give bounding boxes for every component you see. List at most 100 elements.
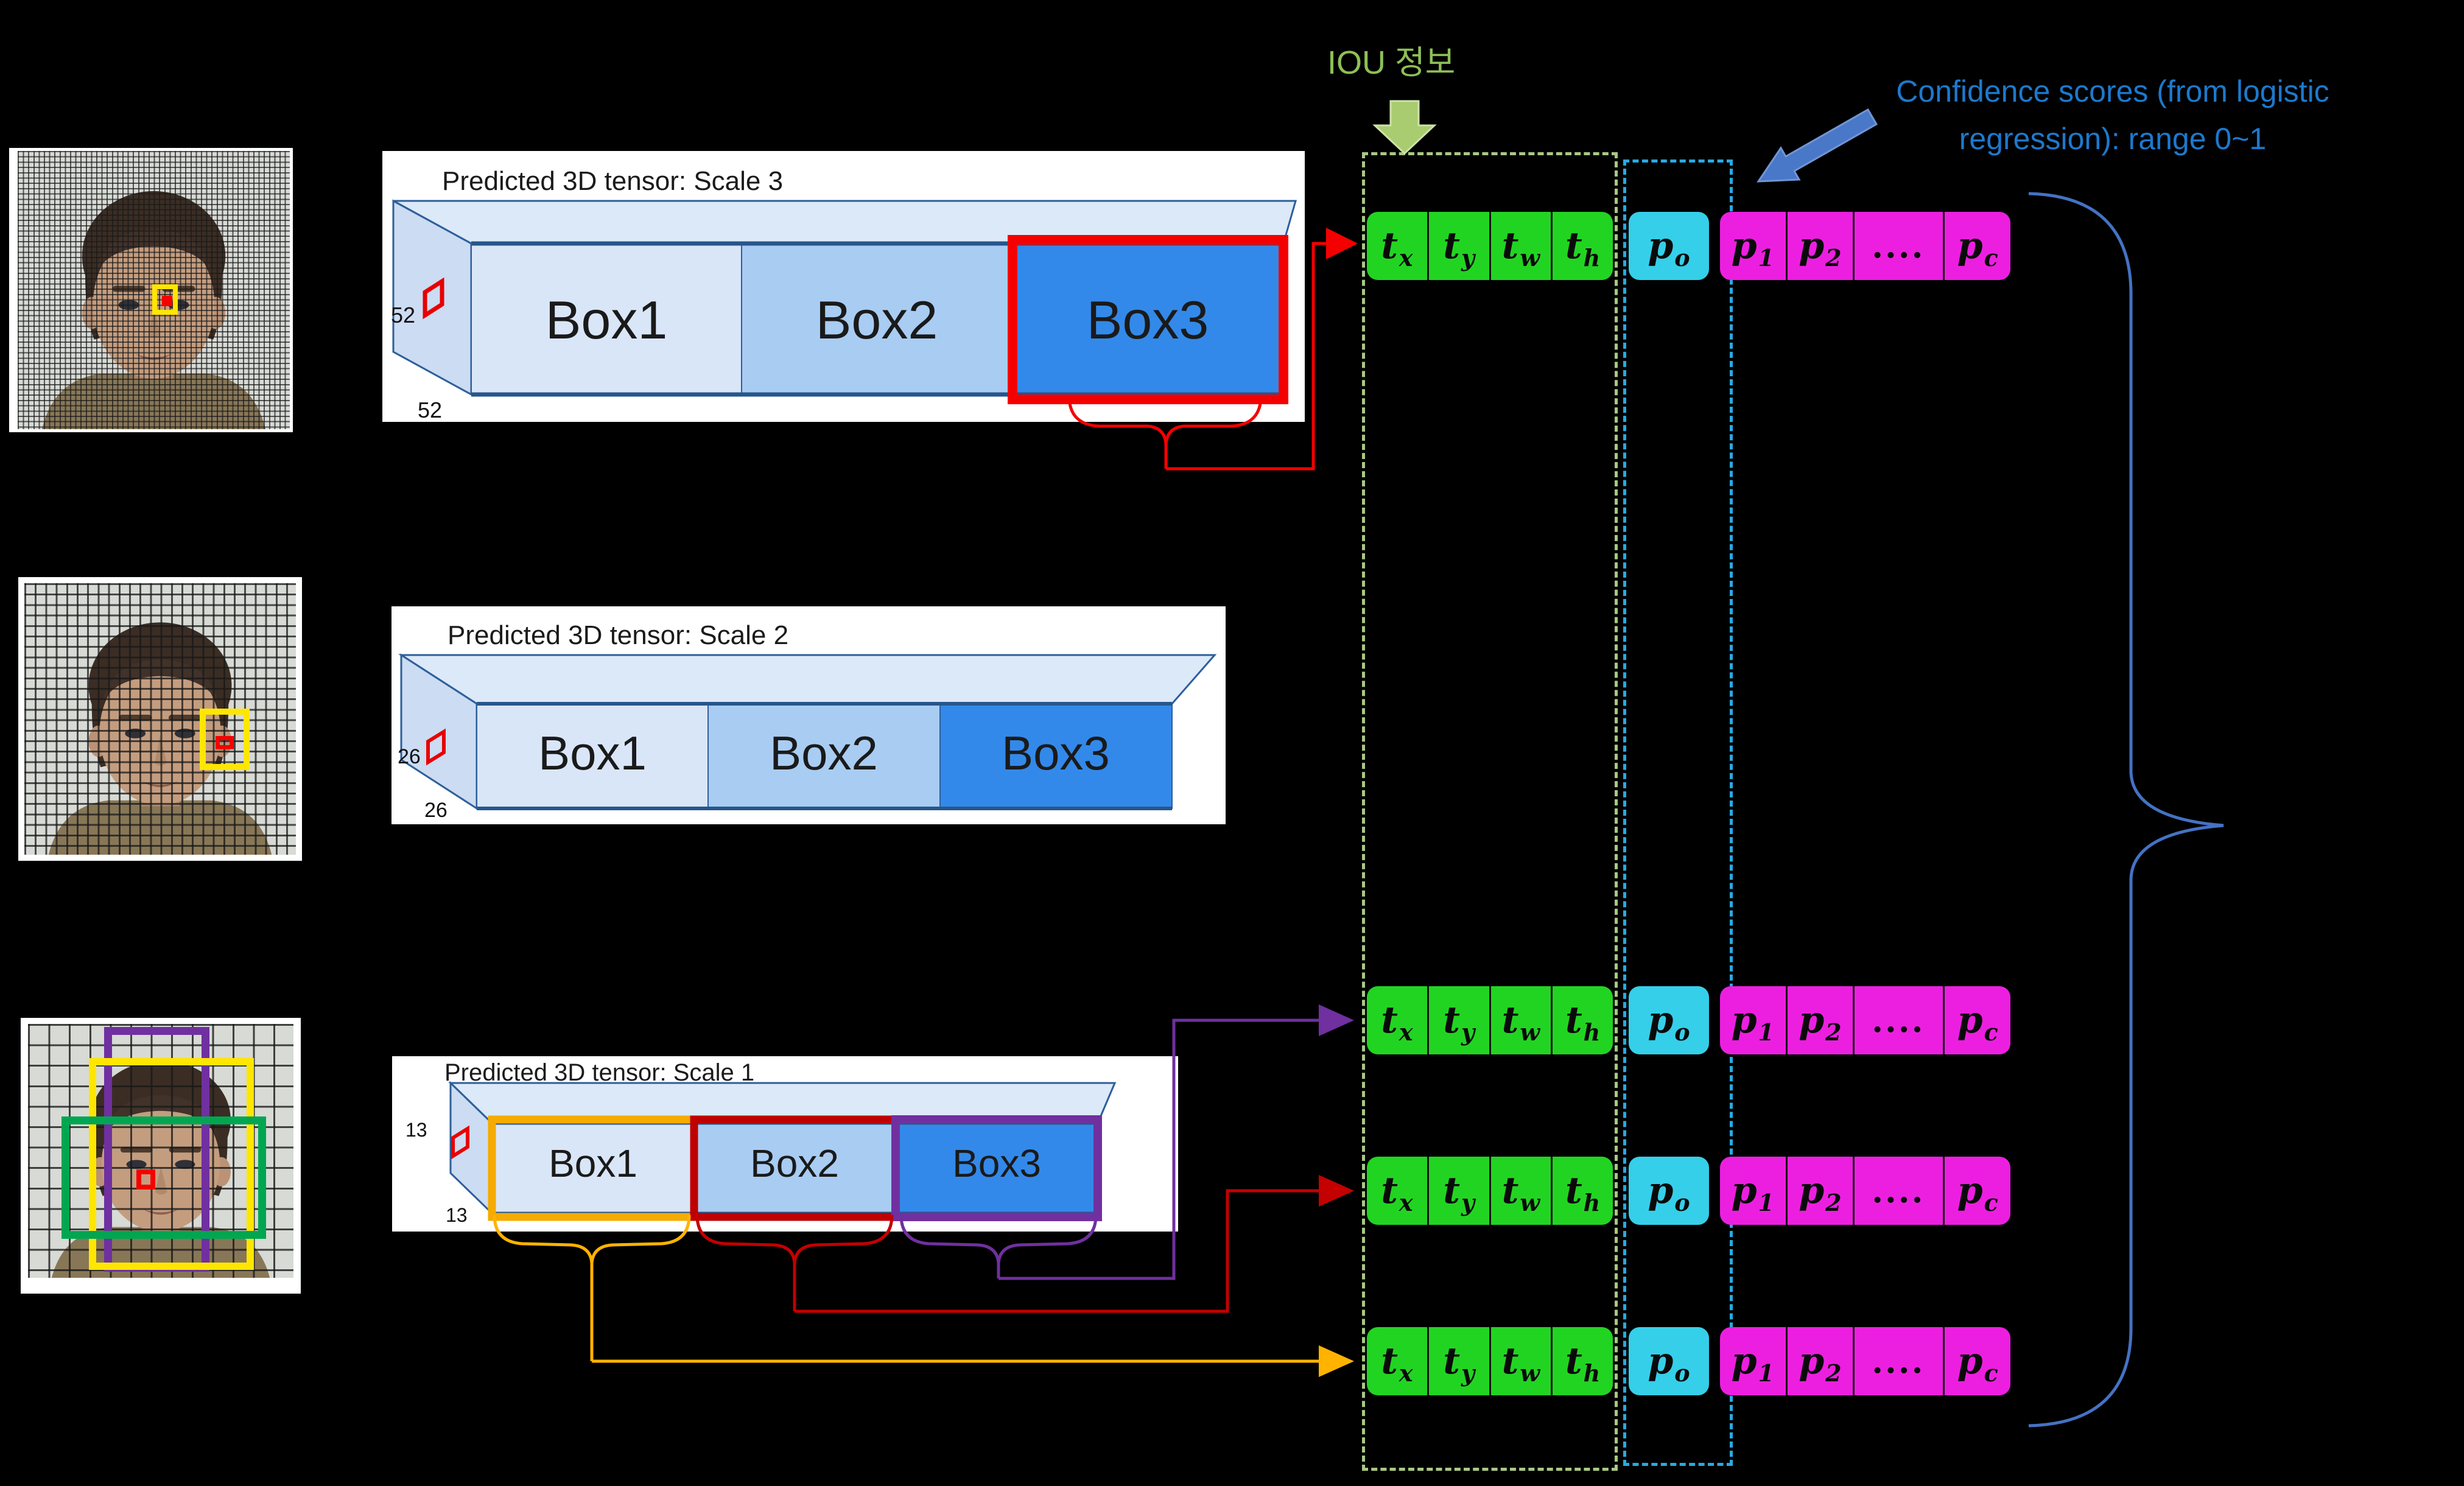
panel-title: Predicted 3D tensor: Scale 1 <box>444 1059 754 1086</box>
box1-scale1-brace <box>493 1214 691 1361</box>
dim-label: 13 <box>405 1119 427 1141</box>
ellipsis-cell: .... <box>1855 1327 1945 1395</box>
grid-cell-marker <box>426 728 446 766</box>
tensor-box2 <box>707 703 941 809</box>
box2-label: Box2 <box>770 726 878 780</box>
tensor-box1 <box>491 1123 695 1214</box>
face-photo <box>24 583 296 855</box>
dim-label: 26 <box>424 799 448 822</box>
confidence-label-line1: Confidence scores (from logistic <box>1896 74 2329 108</box>
grid-overlay-26 <box>24 583 296 855</box>
tensor-panel-scale1: Predicted 3D tensor: Scale 1 13 13 Box1 … <box>392 1056 1178 1232</box>
dim-label: 52 <box>418 398 442 422</box>
iou-dashed-box <box>1362 152 1618 1471</box>
anchor-box-green <box>61 1116 266 1239</box>
gt-cell-red <box>136 1169 155 1190</box>
confidence-label-line2: regression): range 0~1 <box>1959 121 2267 156</box>
box2-label: Box2 <box>816 290 938 350</box>
input-image-scale2 <box>18 577 302 861</box>
gt-cell-red <box>216 736 234 749</box>
grid-cell-marker <box>423 277 444 320</box>
box3-label: Box3 <box>1002 726 1110 780</box>
box1-label: Box1 <box>546 290 668 350</box>
box3-label: Box3 <box>952 1141 1041 1185</box>
cuboid-top-face <box>398 654 1217 705</box>
purple-arrow-icon <box>1319 1004 1354 1036</box>
box1-label: Box1 <box>538 726 647 780</box>
anchor-box-yellow <box>89 1058 254 1270</box>
red-arrow-icon <box>1326 228 1358 259</box>
dim-label: 52 <box>391 303 415 328</box>
tensor-box1 <box>471 243 742 395</box>
ellipsis-cell: .... <box>1855 212 1945 280</box>
dim-label: 26 <box>398 745 421 768</box>
confidence-dashed-box <box>1623 159 1733 1466</box>
iou-label: IOU 정보 <box>1327 44 1456 81</box>
gt-cell-red <box>162 296 172 306</box>
tensor-panel-scale3: Predicted 3D tensor: Scale 3 52 52 Box1 … <box>382 151 1305 422</box>
box3-label: Box3 <box>1087 290 1209 350</box>
grid-cell-marker <box>451 1125 469 1160</box>
iou-down-arrow-icon <box>1372 100 1437 155</box>
orange-arrow-icon <box>1319 1345 1354 1377</box>
darkred-arrow-icon <box>1319 1175 1354 1207</box>
box1-label: Box1 <box>549 1141 637 1185</box>
tensor-panel-scale2: Predicted 3D tensor: Scale 2 26 26 Box1 … <box>391 606 1226 824</box>
anchor-box-yellow <box>200 709 250 770</box>
tensor-box3 <box>939 703 1173 809</box>
panel-title: Predicted 3D tensor: Scale 3 <box>442 166 783 196</box>
ellipsis-cell: .... <box>1855 986 1945 1054</box>
input-image-scale3 <box>9 148 293 432</box>
confidence-label: Confidence scores (from logistic regress… <box>1820 68 2405 163</box>
box2-label: Box2 <box>750 1141 839 1185</box>
anchor-box-yellow <box>152 284 178 315</box>
dim-label: 13 <box>446 1204 468 1226</box>
ellipsis-cell: .... <box>1855 1157 1945 1225</box>
